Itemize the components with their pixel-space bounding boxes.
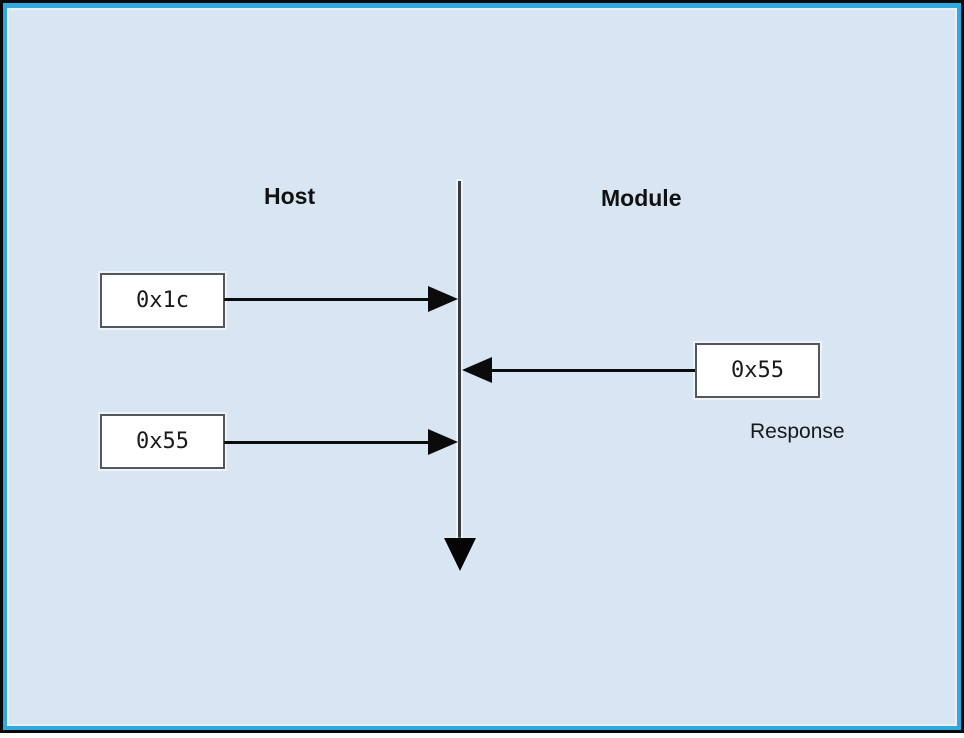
right-arrow-icon	[428, 429, 458, 455]
right-arrow-icon	[428, 286, 458, 312]
message-label: 0x1c	[136, 288, 189, 313]
message-box: 0x55	[100, 414, 225, 469]
response-annotation: Response	[750, 420, 845, 443]
host-column-label: Host	[264, 183, 316, 209]
message-box: 0x1c	[100, 273, 225, 328]
message-arrow	[224, 441, 430, 444]
down-arrow-icon	[444, 538, 476, 571]
message-box: 0x55	[695, 343, 820, 398]
message-arrow	[224, 298, 430, 301]
left-arrow-icon	[462, 357, 492, 383]
message-label: 0x55	[136, 429, 189, 454]
module-column-label: Module	[601, 185, 682, 211]
message-label: 0x55	[731, 358, 784, 383]
message-arrow	[490, 369, 695, 372]
lifeline	[458, 181, 461, 538]
